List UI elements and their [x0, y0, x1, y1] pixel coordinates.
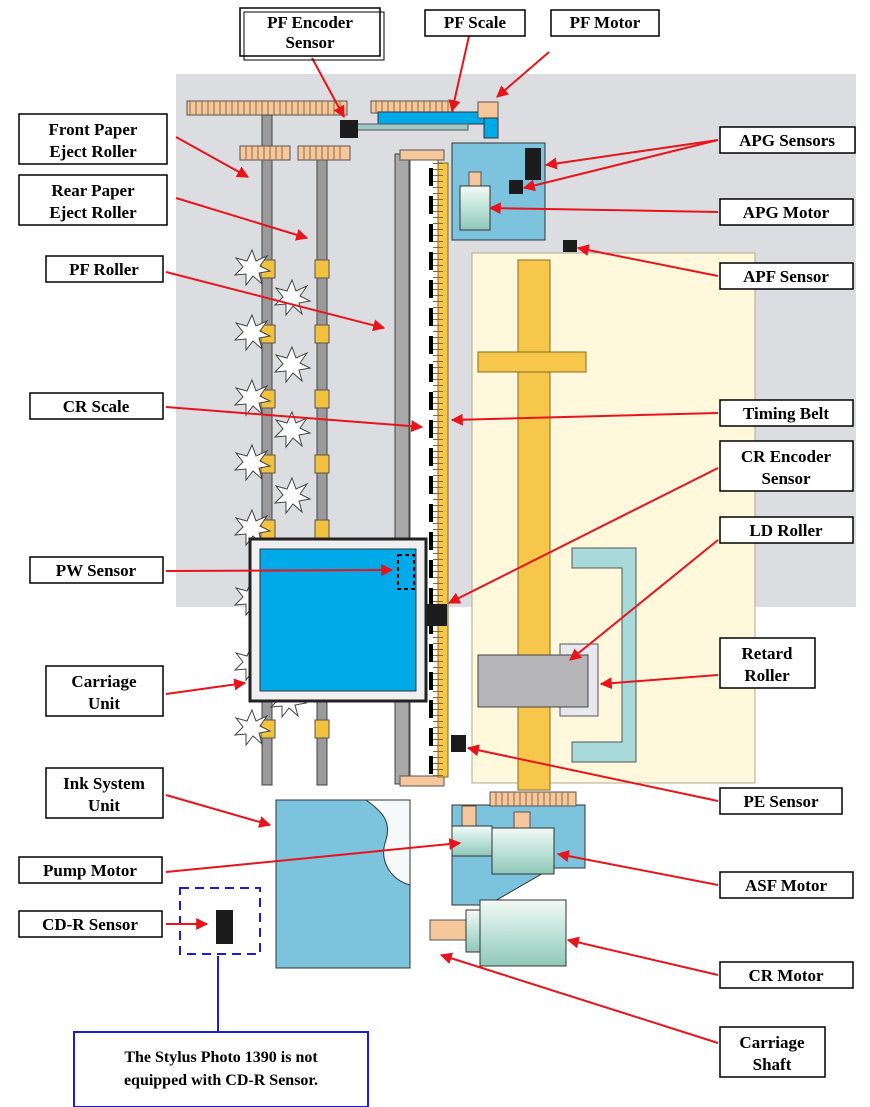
rear-eject-rollers	[314, 259, 330, 739]
svg-text:PF Scale: PF Scale	[444, 13, 507, 32]
svg-text:PF Motor: PF Motor	[570, 13, 641, 32]
pf-motor-body	[483, 117, 499, 139]
label-cr-scale: CR Scale	[29, 392, 164, 420]
ld-roller	[477, 654, 589, 708]
svg-text:Timing Belt: Timing Belt	[743, 404, 829, 423]
label-apg-sensors: APG Sensors	[719, 126, 856, 154]
svg-text:Shaft: Shaft	[753, 1055, 792, 1074]
pump-motor-gear	[461, 805, 477, 827]
label-pf-encoder-sensor: PF Encoder Sensor	[239, 7, 385, 61]
svg-text:CR Motor: CR Motor	[748, 966, 824, 985]
svg-text:equipped with CD-R Sensor.: equipped with CD-R Sensor.	[124, 1072, 318, 1089]
svg-text:Roller: Roller	[744, 666, 790, 685]
label-asf-motor: ASF Motor	[719, 871, 854, 899]
cr-motor-flange	[465, 909, 481, 953]
asf-shaft	[517, 259, 551, 791]
pf-encoder-sensor-block	[340, 120, 358, 138]
label-carriage-unit: Carriage Unit	[45, 665, 164, 717]
cr-motor-gear	[429, 919, 469, 941]
ink-system-unit	[275, 799, 411, 969]
pf-motor-gear	[477, 101, 499, 119]
asf-crossbar	[477, 351, 587, 373]
cdr-sensor-area	[179, 887, 261, 955]
pe-sensor-block	[451, 735, 466, 752]
apg-motor-gear	[468, 171, 482, 187]
label-front-paper-eject-roller: Front Paper Eject Roller	[18, 113, 168, 165]
carriage-shaft-bottom-cap	[399, 775, 445, 787]
label-ink-system-unit: Ink System Unit	[45, 767, 164, 819]
label-cdr-sensor: CD-R Sensor	[18, 910, 163, 938]
svg-text:CR Scale: CR Scale	[63, 397, 130, 416]
apf-sensor-block	[563, 240, 577, 252]
pf-scale-disc	[377, 111, 489, 125]
cr-encoder-sensor-block	[427, 604, 447, 626]
label-pw-sensor: PW Sensor	[29, 556, 164, 584]
label-timing-belt: Timing Belt	[719, 399, 854, 427]
label-pf-motor: PF Motor	[550, 9, 660, 37]
svg-text:CD-R Sensor: CD-R Sensor	[42, 915, 138, 934]
svg-text:Retard: Retard	[742, 644, 794, 663]
cr-motor	[479, 899, 567, 967]
carriage-unit	[248, 537, 428, 703]
label-carriage-shaft: Carriage Shaft	[719, 1026, 826, 1078]
label-apf-sensor: APF Sensor	[719, 262, 854, 290]
svg-text:PF Roller: PF Roller	[69, 260, 139, 279]
svg-text:Unit: Unit	[88, 694, 120, 713]
eject-roller-gears	[239, 145, 351, 161]
top-gear-pf	[370, 100, 454, 114]
apg-sensor-2	[509, 180, 523, 194]
svg-text:Carriage: Carriage	[739, 1033, 805, 1052]
retard-roller-bracket	[571, 547, 637, 763]
label-retard-roller: Retard Roller	[719, 637, 816, 689]
cdr-note: The Stylus Photo 1390 is not equipped wi…	[73, 1031, 369, 1107]
asf-motor	[491, 827, 555, 875]
pump-motor	[451, 825, 493, 857]
label-pf-roller: PF Roller	[45, 255, 164, 283]
svg-text:Ink System: Ink System	[63, 774, 145, 793]
pf-scale-shaft	[349, 123, 469, 131]
top-gear-left	[186, 100, 348, 116]
timing-belt	[437, 162, 449, 778]
front-eject-roller-shaft	[261, 114, 273, 786]
label-apg-motor: APG Motor	[719, 198, 854, 226]
pw-sensor-outline	[397, 554, 415, 590]
svg-text:APG Sensors: APG Sensors	[739, 131, 835, 150]
cdr-sensor-block	[216, 910, 233, 944]
svg-text:LD Roller: LD Roller	[749, 521, 823, 540]
svg-text:Front Paper: Front Paper	[49, 120, 138, 139]
label-pf-scale: PF Scale	[424, 9, 526, 37]
svg-text:PE Sensor: PE Sensor	[743, 792, 819, 811]
label-pe-sensor: PE Sensor	[719, 787, 843, 815]
svg-text:Pump Motor: Pump Motor	[43, 861, 137, 880]
svg-text:APG Motor: APG Motor	[743, 203, 830, 222]
asf-motor-gear	[513, 811, 531, 829]
apg-motor	[459, 185, 491, 231]
svg-text:APF Sensor: APF Sensor	[743, 267, 829, 286]
svg-text:Sensor: Sensor	[761, 469, 811, 488]
svg-text:Carriage: Carriage	[71, 672, 137, 691]
svg-text:The Stylus Photo 1390 is not: The Stylus Photo 1390 is not	[124, 1049, 318, 1066]
svg-text:Unit: Unit	[88, 796, 120, 815]
label-cr-motor: CR Motor	[719, 961, 854, 989]
callout-arrows	[165, 35, 719, 1044]
apg-sensor-1	[525, 148, 541, 180]
label-cr-encoder-sensor: CR Encoder Sensor	[719, 440, 854, 492]
label-rear-paper-eject-roller: Rear Paper Eject Roller	[18, 174, 168, 226]
label-pump-motor: Pump Motor	[18, 856, 163, 884]
carriage-shaft-top-cap	[399, 149, 445, 161]
svg-text:Rear Paper: Rear Paper	[51, 181, 135, 200]
svg-text:Eject Roller: Eject Roller	[49, 203, 137, 222]
svg-text:CR Encoder: CR Encoder	[741, 447, 832, 466]
label-ld-roller: LD Roller	[719, 516, 854, 544]
svg-text:PF Encoder: PF Encoder	[267, 13, 353, 32]
svg-text:PW Sensor: PW Sensor	[56, 561, 137, 580]
svg-text:ASF Motor: ASF Motor	[745, 876, 827, 895]
svg-text:Sensor: Sensor	[285, 33, 335, 52]
svg-text:Eject Roller: Eject Roller	[49, 142, 137, 161]
